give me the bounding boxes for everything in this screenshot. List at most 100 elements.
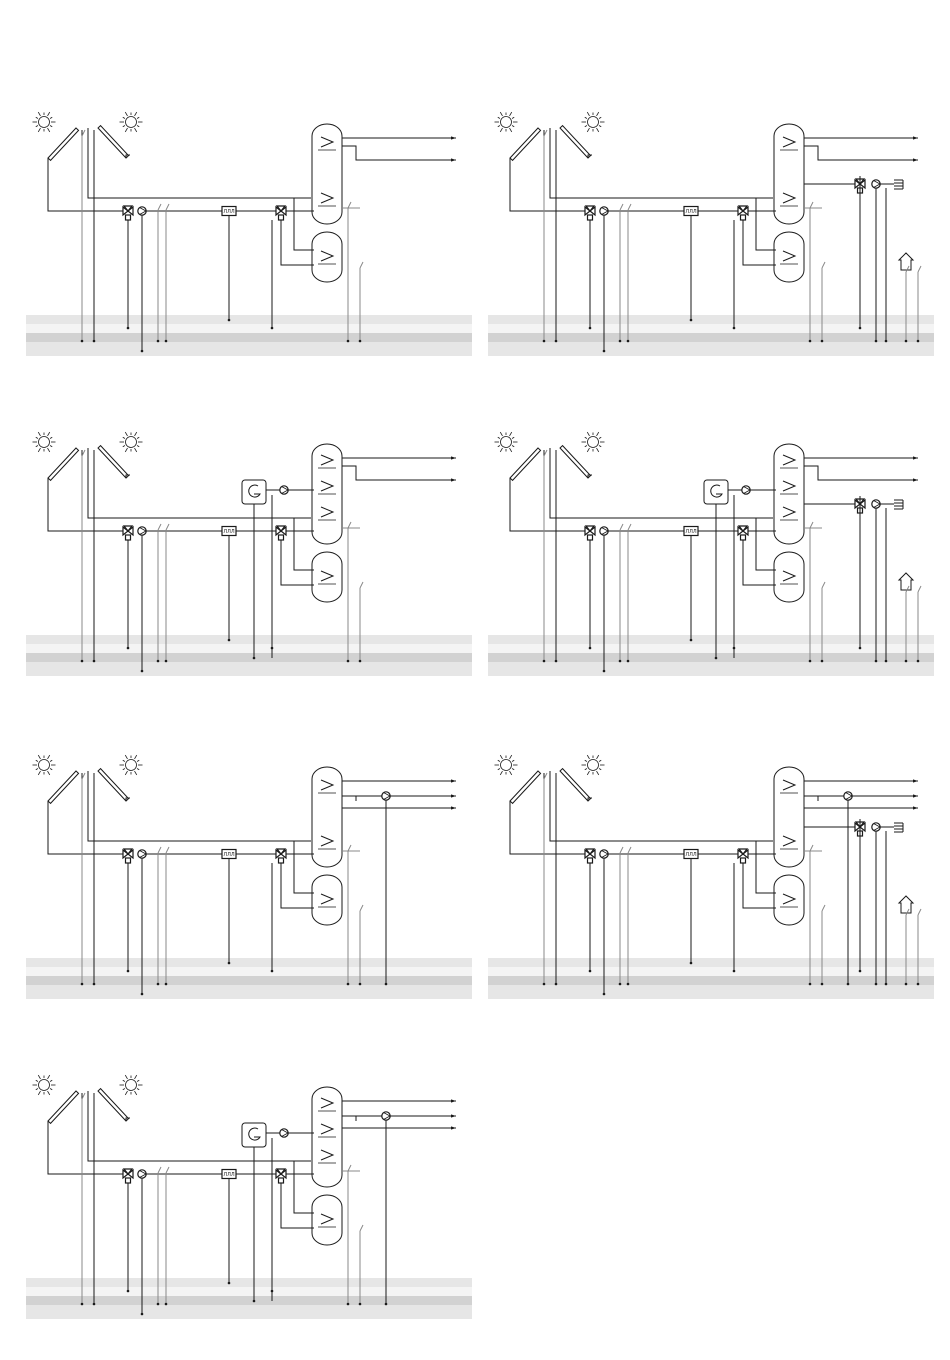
heat-exchanger-coil: [321, 780, 333, 790]
terminal-dot: [271, 327, 274, 330]
sun-ray: [125, 755, 127, 759]
valve-actuator: [741, 215, 746, 220]
heat-exchanger-coil: [321, 1124, 333, 1134]
sun-ray: [135, 112, 137, 116]
pump-body: [382, 1112, 390, 1120]
sun-ray: [125, 112, 127, 116]
sun-disc: [39, 437, 50, 448]
terminal-dot: [165, 340, 168, 343]
pipe: [550, 128, 773, 198]
sun-ray: [512, 446, 514, 447]
three-way-valve-icon: [738, 526, 748, 540]
storage-tank: [774, 552, 804, 602]
boiler-body: [704, 480, 728, 504]
sun-ray: [123, 769, 125, 770]
terminal-dot: [917, 340, 920, 343]
pump-icon: [138, 1170, 146, 1178]
three-way-valve-icon: [585, 206, 595, 220]
three-way-valve-icon: [585, 526, 595, 540]
pump-icon: [872, 500, 880, 508]
scheme-1: ЛЛЛ: [26, 100, 476, 360]
scheme-3: ЛЛЛ: [26, 420, 476, 680]
scheme-6: ЛЛЛ: [488, 743, 938, 1003]
sensor-tip: [348, 522, 351, 528]
heat-exchanger-coil: [783, 894, 795, 904]
valve-actuator: [588, 858, 593, 863]
pipe: [342, 466, 456, 480]
terminal-strip-band: [26, 967, 472, 976]
scheme-6-svg: ЛЛЛ: [488, 743, 938, 1003]
storage-tank: [312, 875, 342, 925]
sun-ray: [135, 771, 137, 775]
sun-ray: [137, 117, 139, 118]
pump-body: [138, 850, 146, 858]
terminal-dot: [347, 340, 350, 343]
terminal-dot: [347, 660, 350, 663]
terminal-dot: [543, 340, 546, 343]
solid-fuel-boiler: [242, 480, 266, 504]
terminal-dot: [141, 670, 144, 673]
terminal-dot: [228, 962, 231, 965]
terminal-strip-band: [26, 635, 472, 644]
sun-disc: [501, 437, 512, 448]
terminal-dot: [733, 327, 736, 330]
sensor-tip: [810, 845, 813, 851]
sensor-tip: [348, 1165, 351, 1171]
sun-ray: [585, 437, 587, 438]
sun-icon: [33, 1075, 56, 1095]
terminal-dot: [81, 660, 84, 663]
terminal-dot: [347, 1303, 350, 1306]
pump-icon: [382, 792, 390, 800]
terminal-dot: [627, 983, 630, 986]
terminal-dot: [603, 350, 606, 353]
solar-collector: [510, 448, 541, 480]
sensor-tip: [822, 582, 825, 588]
terminal-strip-band: [488, 644, 934, 653]
outlet-arrow: [913, 478, 918, 481]
heat-exchanger-coil: [783, 137, 795, 147]
solar-collector: [560, 769, 591, 801]
terminal-dot: [859, 647, 862, 650]
terminal-dot: [619, 660, 622, 663]
solar-collector: [98, 126, 129, 158]
heat-exchanger-coil: [783, 193, 795, 203]
sun-ray: [125, 448, 127, 452]
storage-tank: [774, 124, 804, 224]
heat-exchanger-coil: [321, 455, 333, 465]
scheme-3-svg: ЛЛЛ: [26, 420, 476, 680]
terminal-dot: [385, 1303, 388, 1306]
three-way-valve-icon: [123, 1169, 133, 1183]
sun-ray: [137, 126, 139, 127]
valve-actuator: [279, 1178, 284, 1183]
solid-fuel-boiler: [704, 480, 728, 504]
terminal-strip-band: [26, 1305, 472, 1319]
sun-ray: [123, 117, 125, 118]
pipe: [804, 466, 918, 480]
sensor-tip: [360, 262, 363, 268]
sun-ray: [510, 771, 512, 775]
flow-meter-label: ЛЛЛ: [685, 209, 697, 215]
heat-exchanger-coil: [783, 455, 795, 465]
terminal-dot: [157, 340, 160, 343]
tank-body: [774, 232, 804, 282]
sun-ray: [36, 760, 38, 761]
pump-icon: [742, 486, 750, 494]
sun-ray: [36, 117, 38, 118]
pipe: [804, 146, 918, 160]
sun-ray: [36, 446, 38, 447]
solar-collector: [48, 448, 79, 480]
sun-ray: [38, 432, 40, 436]
pump-body: [844, 792, 852, 800]
valve-actuator: [279, 858, 284, 863]
sun-ray: [135, 432, 137, 436]
sun-ray: [50, 1080, 52, 1081]
pump-body: [600, 527, 608, 535]
sun-ray: [498, 117, 500, 118]
sun-ray: [500, 448, 502, 452]
pump-icon: [600, 207, 608, 215]
pipe: [48, 158, 124, 211]
terminal-dot: [359, 340, 362, 343]
sun-ray: [36, 1089, 38, 1090]
flow-meter: ЛЛЛ: [684, 527, 698, 536]
sun-disc: [126, 117, 137, 128]
